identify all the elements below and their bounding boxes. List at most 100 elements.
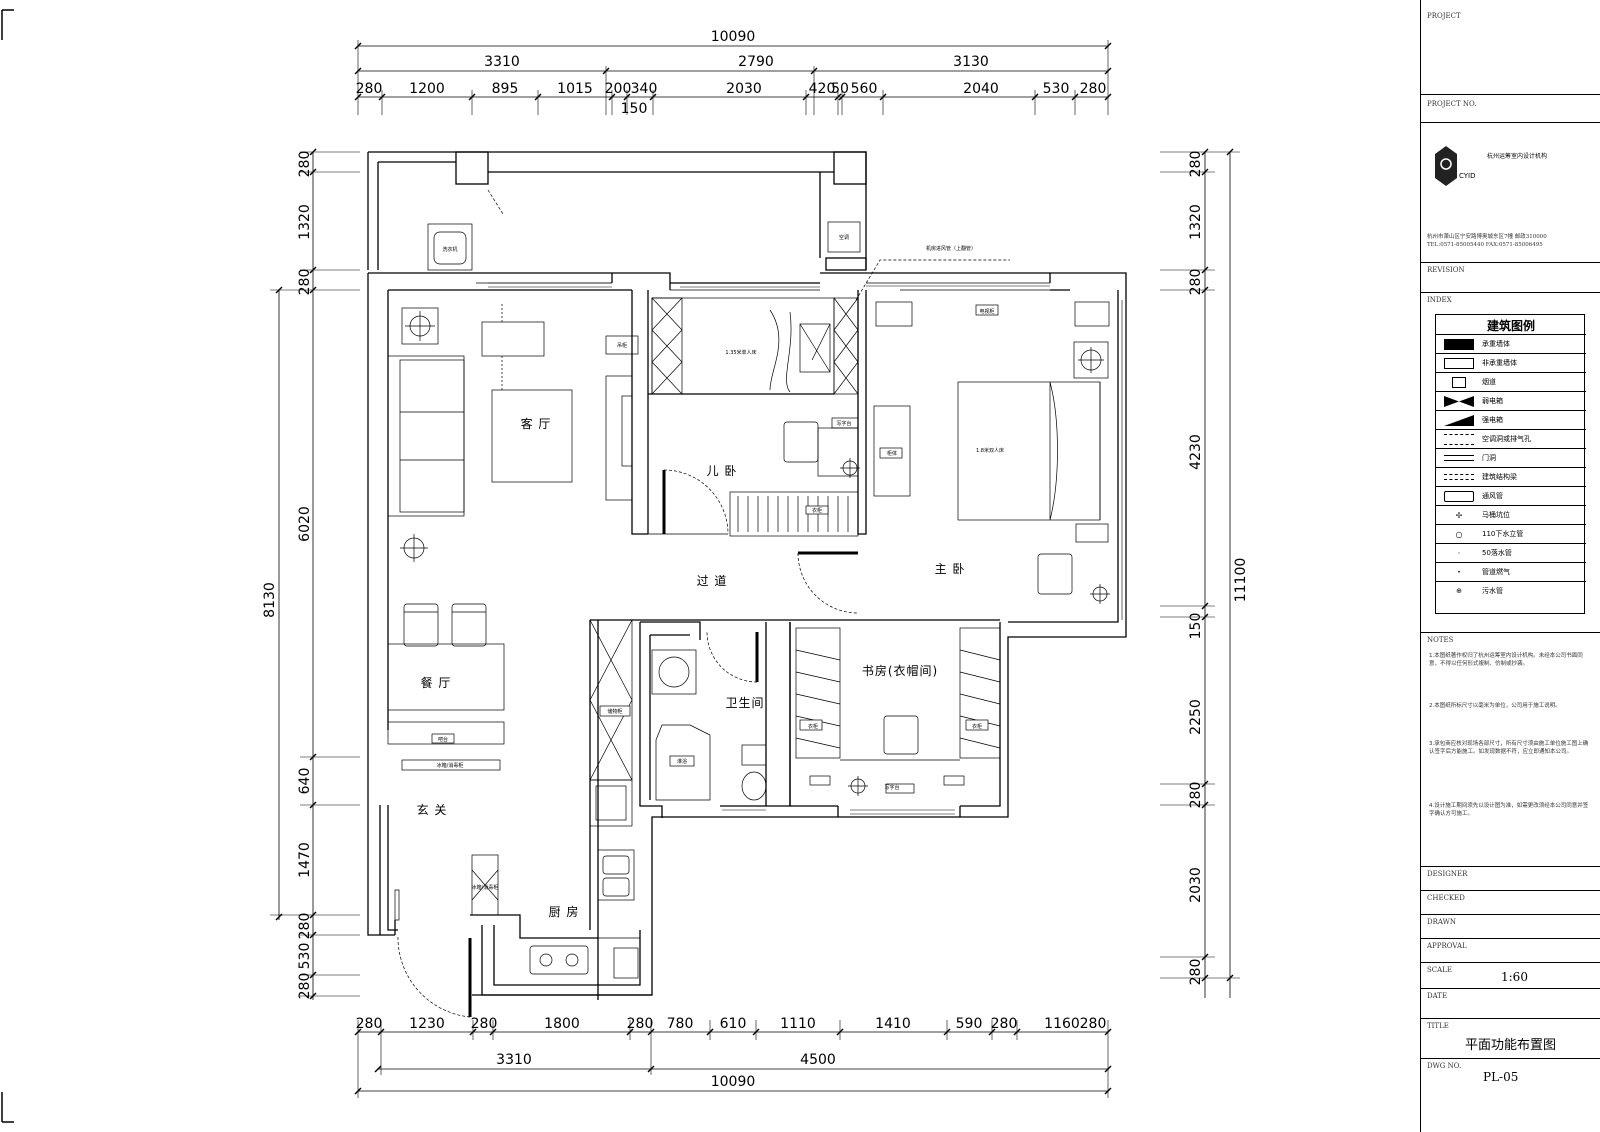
- label-stand: 柜体: [887, 450, 897, 457]
- dim-left-d8: 530: [297, 943, 313, 970]
- legend-row: 空调洞或排气孔: [1436, 429, 1586, 449]
- legend-row: 烟道: [1436, 372, 1586, 392]
- legend: 建筑图例 承重墙体 非承重墙体 烟道 弱电箱 强电箱 空调洞或排气孔 门洞 建筑…: [1435, 314, 1586, 614]
- dim-right-total: 11100: [1233, 558, 1249, 603]
- dim-right-d8: 2030: [1188, 867, 1204, 903]
- label-wardrobe-1: 衣柜: [808, 723, 818, 730]
- dim-left-d1: 280: [297, 151, 313, 178]
- dim-left-d3: 280: [297, 269, 313, 296]
- dim-bot-d12: 1160: [1044, 1016, 1080, 1032]
- dim-bot-total: 10090: [711, 1074, 756, 1090]
- left-dimension-texts: 280 1320 280 6020 640 1470 280 530 280 8…: [262, 151, 313, 1000]
- note-2: 2.本图纸所标尺寸以毫米为单位，公司用于施工说明。: [1429, 703, 1561, 709]
- company-logo: [1435, 146, 1457, 186]
- dim-bot-d11: 280: [991, 1016, 1018, 1032]
- door-swings: [397, 189, 1010, 1018]
- top-dimension-lines: [354, 40, 1112, 115]
- bottom-dimension-lines: [354, 1020, 1112, 1098]
- room-entry: 玄 关: [417, 802, 448, 817]
- corner-marks: [1, 9, 14, 1123]
- dim-right-d1: 280: [1188, 151, 1204, 178]
- tb-index: INDEX: [1427, 296, 1452, 304]
- dim-bot-d9: 1410: [875, 1016, 911, 1032]
- room-labels: 客 厅 儿 卧 过 道 主 卧 书房(衣帽间) 卫生间 餐 厅 玄 关 厨 房: [417, 416, 965, 919]
- dim-bot-d5: 280: [627, 1016, 654, 1032]
- tb-title-label: TITLE: [1427, 1022, 1449, 1030]
- room-corridor: 过 道: [697, 574, 728, 588]
- dim-right-d7: 280: [1188, 782, 1204, 809]
- dim-top-d13: 280: [1080, 81, 1107, 97]
- dim-bot-d7: 610: [720, 1016, 747, 1032]
- tb-checked: CHECKED: [1427, 894, 1465, 902]
- legend-row: 承重墙体: [1436, 334, 1586, 354]
- top-dimension-texts: 10090 3310 2790 3130 280 1200 895 1015 2…: [356, 29, 1107, 117]
- dim-bot-d10: 590: [956, 1016, 983, 1032]
- dim-bot-d1: 280: [356, 1016, 383, 1032]
- dim-top-d3: 895: [492, 81, 519, 97]
- dim-top-d4: 1015: [557, 81, 593, 97]
- dim-top-d9: 50: [831, 81, 849, 97]
- legend-row: 门洞: [1436, 448, 1586, 468]
- note-4: 4.设计施工期间须先以设计图为准，如需更改须经本公司同意并签字确认方可施工。: [1429, 803, 1589, 817]
- legend-row: ✢马桶坑位: [1436, 505, 1586, 525]
- legend-row: 弱电箱: [1436, 391, 1586, 411]
- legend-row: 建筑结构梁: [1436, 467, 1586, 487]
- legend-title: 建筑图例: [1486, 319, 1535, 333]
- label-exhaust: 机房进风管（上翻管）: [926, 245, 976, 252]
- right-dimension-texts: 280 1320 280 4230 150 2250 280 2030 280 …: [1188, 151, 1249, 986]
- label-master-bed: 1.8米双人床: [976, 447, 1004, 454]
- logo-text: CYID: [1459, 172, 1476, 180]
- room-dining: 餐 厅: [421, 675, 452, 690]
- label-child-bed: 1.35米单人床: [725, 349, 756, 356]
- legend-row: ◦50落水管: [1436, 543, 1586, 563]
- room-kitchen: 厨 房: [549, 904, 580, 919]
- dim-right-d3: 280: [1188, 269, 1204, 296]
- note-3: 3.承包商应核对现场各部尺寸，所有尺寸须由施工单位施工图上确认签字后方能施工。如…: [1429, 741, 1589, 755]
- right-dimension-lines: [1160, 148, 1240, 998]
- dim-top-d6: 340: [631, 81, 658, 97]
- dim-left-total: 8130: [262, 582, 278, 618]
- dim-left-d5: 640: [297, 768, 313, 795]
- dim-bot-d8: 1110: [780, 1016, 816, 1032]
- dim-right-d5: 150: [1188, 613, 1204, 640]
- tb-dwg: PL-05: [1483, 1070, 1519, 1084]
- dim-bot-d4: 1800: [544, 1016, 580, 1032]
- dim-bot-d6: 780: [667, 1016, 694, 1032]
- label-desk-child: 写字台: [836, 420, 851, 427]
- dim-top-total: 10090: [711, 29, 756, 45]
- label-washer: 洗衣机: [442, 246, 457, 253]
- label-tv: 电视柜: [979, 308, 994, 315]
- label-kitchen-fridge: 冰箱/消毒柜: [472, 884, 499, 891]
- legend-row: ○110下水立管: [1436, 524, 1586, 544]
- room-study: 书房(衣帽间): [862, 663, 938, 678]
- dim-top-mid-2: 2790: [738, 54, 774, 70]
- tb-address: 杭州市萧山区宁安路博奥城东区7幢 邮政310000: [1427, 234, 1547, 240]
- label-fridge: 冰箱/消毒柜: [437, 762, 464, 769]
- label-cabinet: 吊柜: [617, 342, 627, 349]
- legend-row: •管道燃气: [1436, 562, 1586, 582]
- dim-top-d10: 560: [851, 81, 878, 97]
- dim-left-d6: 1470: [297, 842, 313, 878]
- tb-scale-label: SCALE: [1427, 966, 1452, 974]
- tb-drawn: DRAWN: [1427, 918, 1456, 926]
- tb-scale: 1:60: [1501, 970, 1528, 984]
- legend-row: 通风管: [1436, 486, 1586, 506]
- left-dimension-lines: [270, 148, 360, 1000]
- dim-top-mid-1: 3310: [484, 54, 520, 70]
- tb-project-no: PROJECT NO.: [1427, 100, 1477, 108]
- dim-bot-mid-2: 4500: [800, 1052, 836, 1068]
- label-desk-study: 写字台: [884, 784, 899, 791]
- dim-bot-d13: 280: [1080, 1016, 1107, 1032]
- room-child: 儿 卧: [707, 464, 738, 478]
- tb-title: 平面功能布置图: [1465, 1038, 1557, 1053]
- label-wardrobe-2: 衣柜: [972, 723, 982, 730]
- dim-left-d2: 1320: [297, 204, 313, 240]
- room-bath: 卫生间: [725, 696, 764, 710]
- tb-revision: REVISION: [1427, 266, 1465, 274]
- dim-top-mid-3: 3130: [953, 54, 989, 70]
- tb-date: DATE: [1427, 992, 1448, 1000]
- tb-notes-head: NOTES: [1427, 636, 1454, 644]
- dim-left-d7: 280: [297, 913, 313, 940]
- fixture-labels: 洗衣机 空调 机房进风管（上翻管） 1.35米单人床 1.8米双人床 写字台 写…: [437, 234, 1004, 891]
- dim-left-d9: 280: [297, 973, 313, 1000]
